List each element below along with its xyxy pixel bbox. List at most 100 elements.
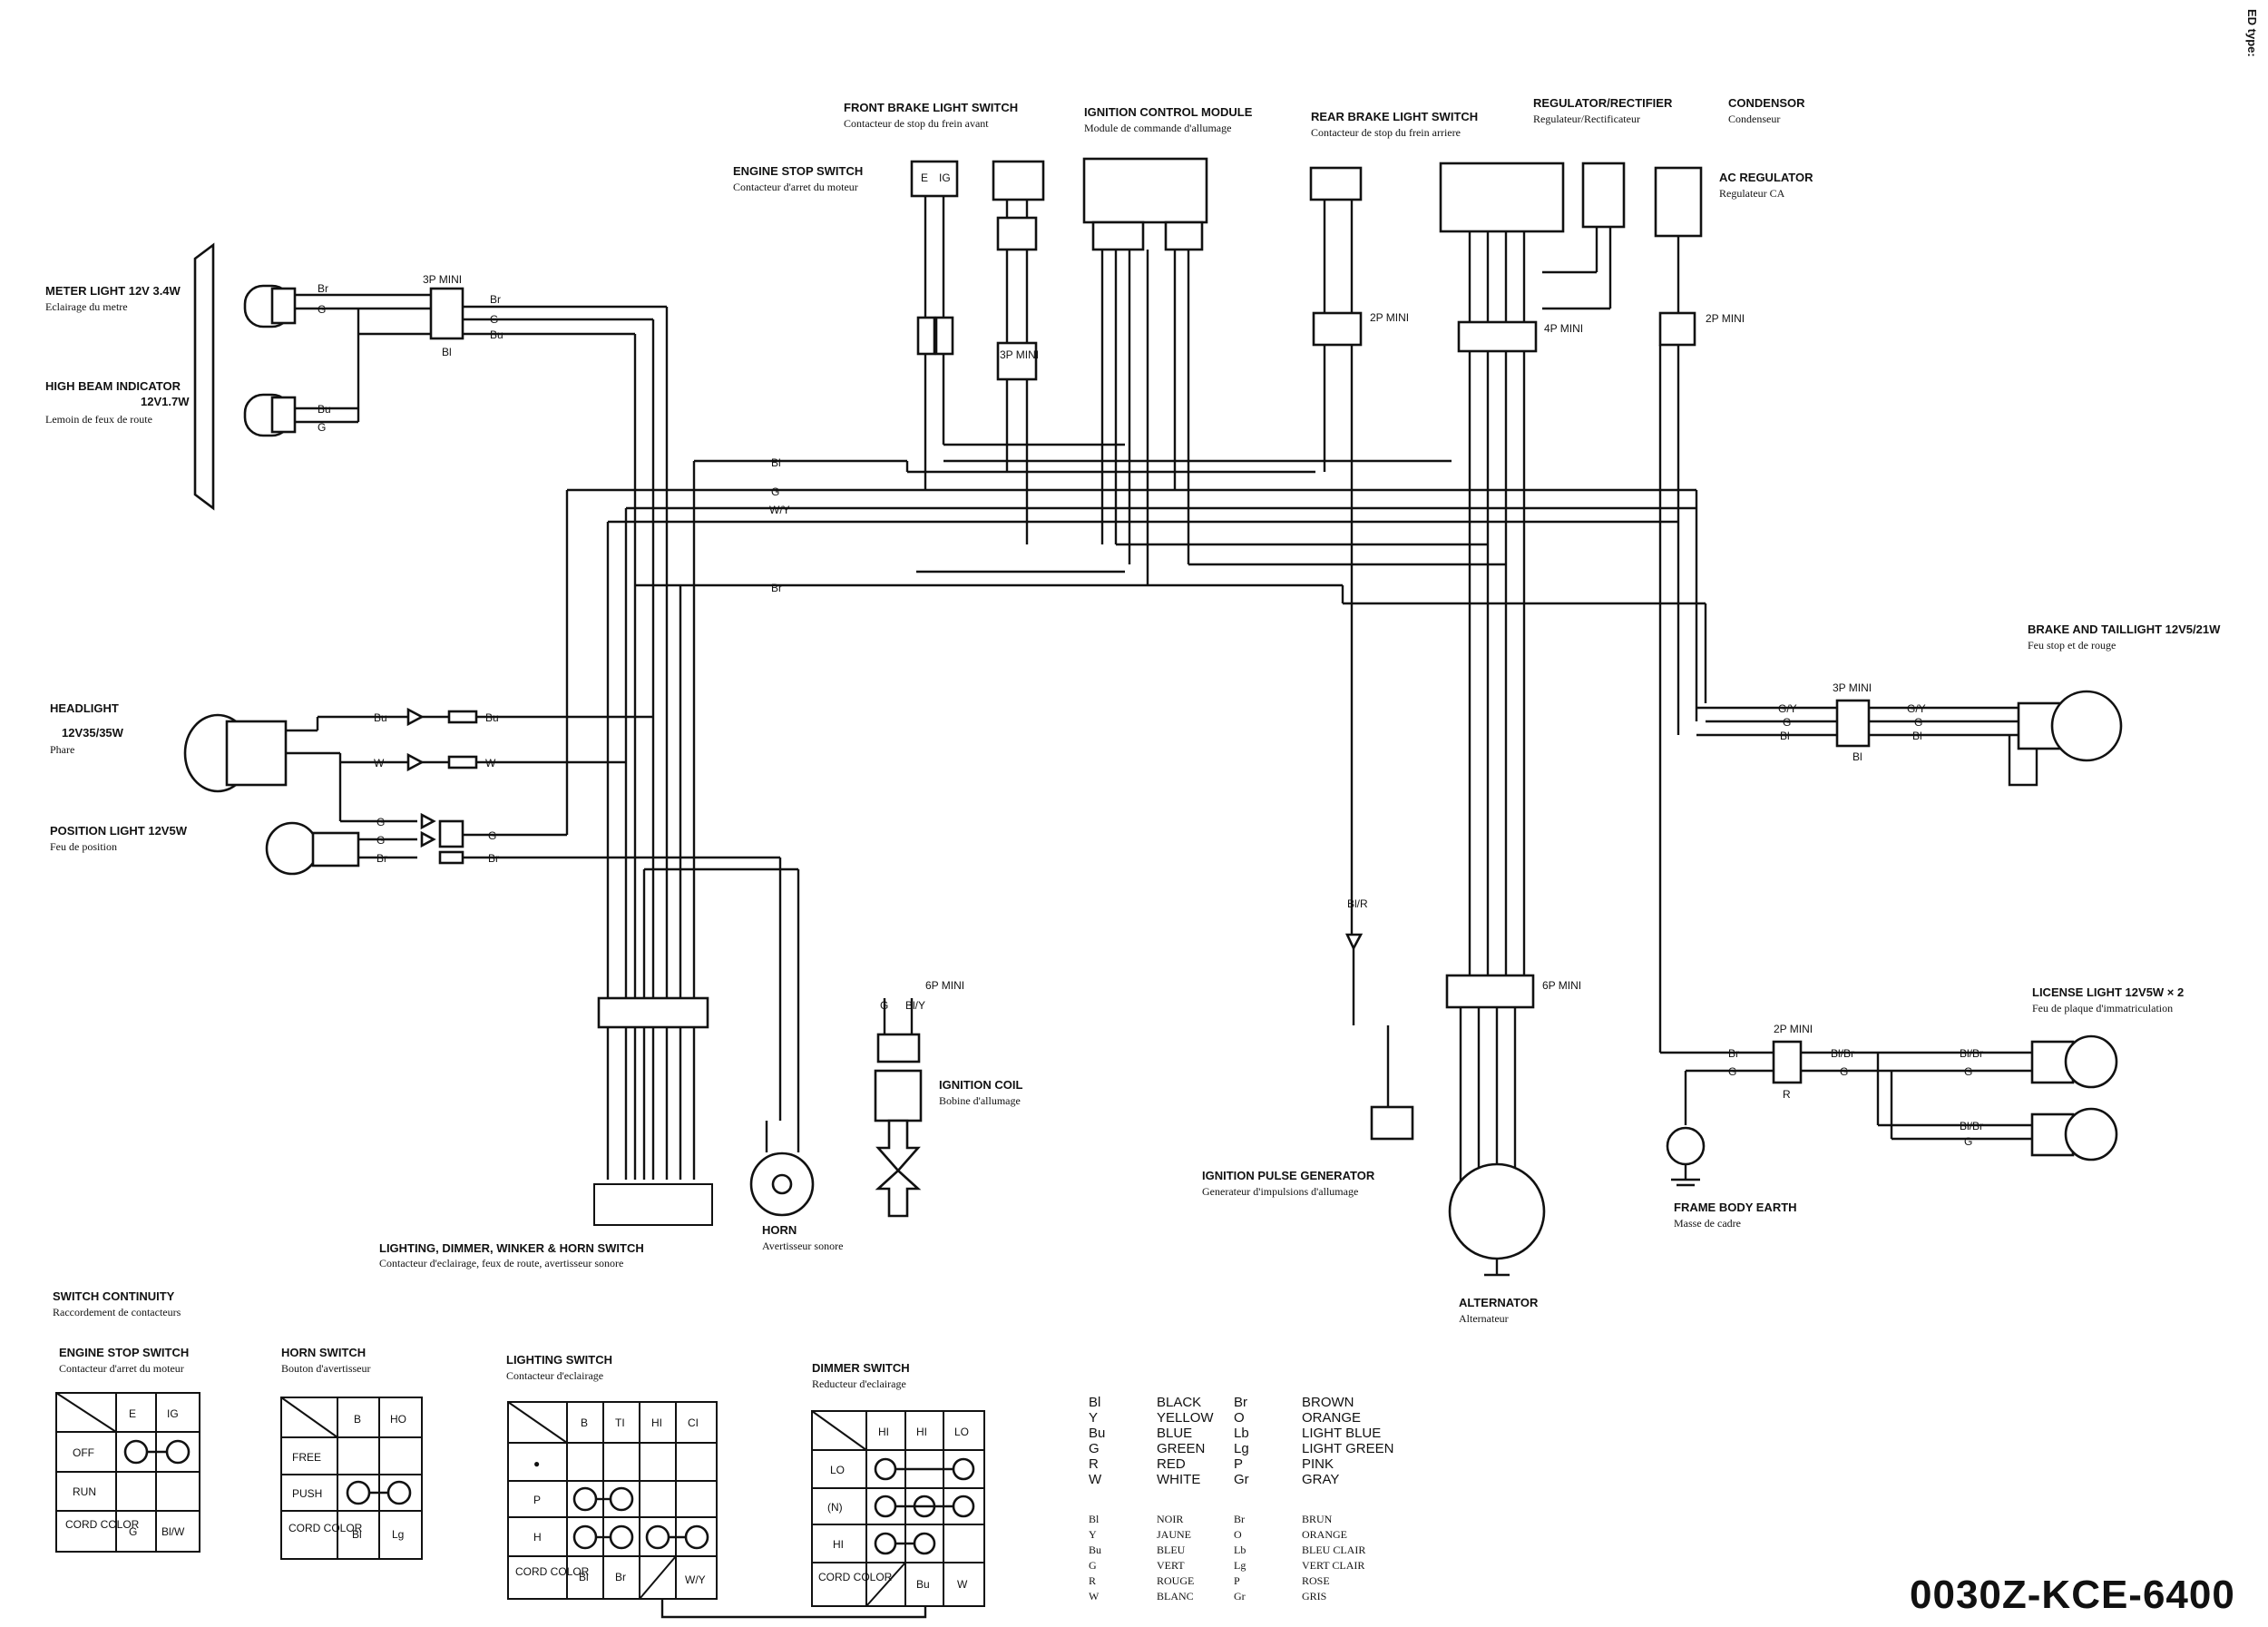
frame-earth <box>1666 1103 1706 1187</box>
ignition-coil-fr: Bobine d'allumage <box>939 1094 1021 1107</box>
svg-text:Br: Br <box>1234 1395 1247 1410</box>
svg-text:G/Y: G/Y <box>1778 702 1797 715</box>
svg-text:3P MINI: 3P MINI <box>1000 348 1039 361</box>
svg-text:G: G <box>376 834 385 847</box>
svg-text:Bu: Bu <box>374 711 387 724</box>
svg-text:BRUN: BRUN <box>1302 1513 1333 1525</box>
svg-text:Bouton d'avertisseur: Bouton d'avertisseur <box>281 1362 370 1375</box>
svg-text:Bl: Bl <box>352 1528 362 1541</box>
headlight-label: HEADLIGHT <box>50 701 119 715</box>
alternator-label: ALTERNATOR <box>1459 1296 1539 1309</box>
svg-text:OFF: OFF <box>73 1446 94 1459</box>
svg-text:P: P <box>1234 1574 1240 1587</box>
pulse-gen-fr: Generateur d'impulsions d'allumage <box>1202 1185 1358 1198</box>
svg-text:Bl/Br: Bl/Br <box>1960 1047 1983 1060</box>
brake-taillight-label: BRAKE AND TAILLIGHT 12V5/21W <box>2028 622 2221 636</box>
svg-text:Bl: Bl <box>1912 730 1922 742</box>
high-beam-fr: Lemoin de feux de route <box>45 413 152 426</box>
front-brake-label: FRONT BRAKE LIGHT SWITCH <box>844 101 1018 114</box>
svg-text:CORD COLOR: CORD COLOR <box>288 1522 363 1534</box>
svg-text:Y: Y <box>1089 1410 1098 1426</box>
svg-text:VERT CLAIR: VERT CLAIR <box>1302 1559 1364 1572</box>
condensor <box>1542 162 1626 310</box>
svg-text:G: G <box>1783 716 1791 729</box>
svg-text:Br: Br <box>1234 1513 1245 1525</box>
svg-text:Bl: Bl <box>1780 730 1790 742</box>
svg-text:CORD COLOR: CORD COLOR <box>65 1518 140 1531</box>
pulse-gen-label: IGNITION PULSE GENERATOR <box>1202 1169 1375 1182</box>
position-light-label: POSITION LIGHT 12V5W <box>50 824 188 838</box>
alternator <box>1448 1162 1546 1277</box>
svg-text:PINK: PINK <box>1302 1456 1334 1472</box>
svg-text:6P MINI: 6P MINI <box>1542 979 1581 992</box>
svg-text:Bl: Bl <box>442 346 452 358</box>
svg-text:P: P <box>1234 1456 1243 1472</box>
svg-text:Bl: Bl <box>579 1571 589 1583</box>
svg-text:HI: HI <box>878 1426 889 1438</box>
svg-text:HO: HO <box>390 1413 406 1426</box>
frame-earth-fr: Masse de cadre <box>1674 1217 1741 1230</box>
svg-text:HI: HI <box>651 1416 662 1429</box>
svg-text:Bl/Br: Bl/Br <box>1831 1047 1854 1060</box>
regulator-rectifier <box>1439 162 1565 1207</box>
svg-text:Bl: Bl <box>1853 750 1862 763</box>
svg-text:HI: HI <box>833 1538 844 1551</box>
svg-text:E: E <box>921 172 928 184</box>
svg-text:FREE: FREE <box>292 1451 321 1464</box>
regulator-label: REGULATOR/RECTIFIER <box>1533 96 1673 110</box>
svg-text:Lg: Lg <box>392 1528 404 1541</box>
svg-text:G: G <box>1728 1065 1736 1078</box>
svg-text:O: O <box>1234 1528 1242 1541</box>
svg-text:Bu: Bu <box>490 328 503 341</box>
svg-text:GRIS: GRIS <box>1302 1590 1326 1602</box>
position-light <box>265 490 782 1121</box>
rear-brake-switch <box>1309 166 1363 490</box>
svg-text:G: G <box>880 999 888 1012</box>
svg-text:G: G <box>376 816 385 828</box>
svg-text:ORANGE: ORANGE <box>1302 1528 1347 1541</box>
ignition-coil-label: IGNITION COIL <box>939 1078 1023 1092</box>
svg-text:Br: Br <box>488 852 499 865</box>
engine-stop-switch <box>910 160 1125 490</box>
handlebar-switch-fr: Contacteur d'eclairage, feux de route, a… <box>379 1257 623 1269</box>
rear-brake-label: REAR BRAKE LIGHT SWITCH <box>1311 110 1478 123</box>
meter-cluster <box>193 242 669 1180</box>
meter-light-fr: Eclairage du metre <box>45 300 128 313</box>
condensor-label: CONDENSOR <box>1728 96 1805 110</box>
svg-text:P: P <box>533 1494 541 1506</box>
svg-text:Bu: Bu <box>318 403 331 416</box>
svg-text:BLANC: BLANC <box>1157 1590 1194 1602</box>
brake-taillight <box>1696 690 2123 787</box>
svg-text:3P MINI: 3P MINI <box>1833 681 1872 694</box>
svg-text:Bu: Bu <box>485 711 499 724</box>
svg-text:TI: TI <box>615 1416 625 1429</box>
svg-text:B: B <box>581 1416 588 1429</box>
svg-text:Bl/R: Bl/R <box>1347 897 1368 910</box>
brake-taillight-fr: Feu stop et de rouge <box>2028 639 2116 652</box>
svg-text:E: E <box>129 1407 136 1420</box>
horn-label: HORN <box>762 1223 797 1237</box>
document-code: 0030Z-KCE-6400 <box>1910 1573 2235 1617</box>
svg-text:RED: RED <box>1157 1456 1186 1472</box>
engine-stop-label: ENGINE STOP SWITCH <box>733 164 863 178</box>
meter-light-label: METER LIGHT 12V 3.4W <box>45 284 181 298</box>
svg-text:W: W <box>485 757 496 769</box>
ac-regulator-fr: Regulateur CA <box>1719 187 1785 200</box>
svg-text:G: G <box>490 313 498 326</box>
regulator-fr: Regulateur/Rectificateur <box>1533 113 1640 125</box>
svg-text:Lb: Lb <box>1234 1426 1249 1441</box>
svg-text:Br: Br <box>615 1571 626 1583</box>
svg-text:IG: IG <box>939 172 951 184</box>
ac-regulator-label: AC REGULATOR <box>1719 171 1813 184</box>
svg-text:Contacteur d'arret du moteur: Contacteur d'arret du moteur <box>59 1362 184 1375</box>
license-lights <box>1658 345 2118 1161</box>
engine-stop-table: ENGINE STOP SWITCH Contacteur d'arret du… <box>55 1346 200 1553</box>
edition-label: ED type: <box>2245 9 2259 57</box>
icm-label: IGNITION CONTROL MODULE <box>1084 105 1253 119</box>
svg-text:W: W <box>1089 1472 1102 1487</box>
svg-text:Br: Br <box>376 852 387 865</box>
svg-text:HI: HI <box>916 1426 927 1438</box>
switch-continuity-fr: Raccordement de contacteurs <box>53 1306 181 1318</box>
svg-text:Bl/Y: Bl/Y <box>905 999 925 1012</box>
